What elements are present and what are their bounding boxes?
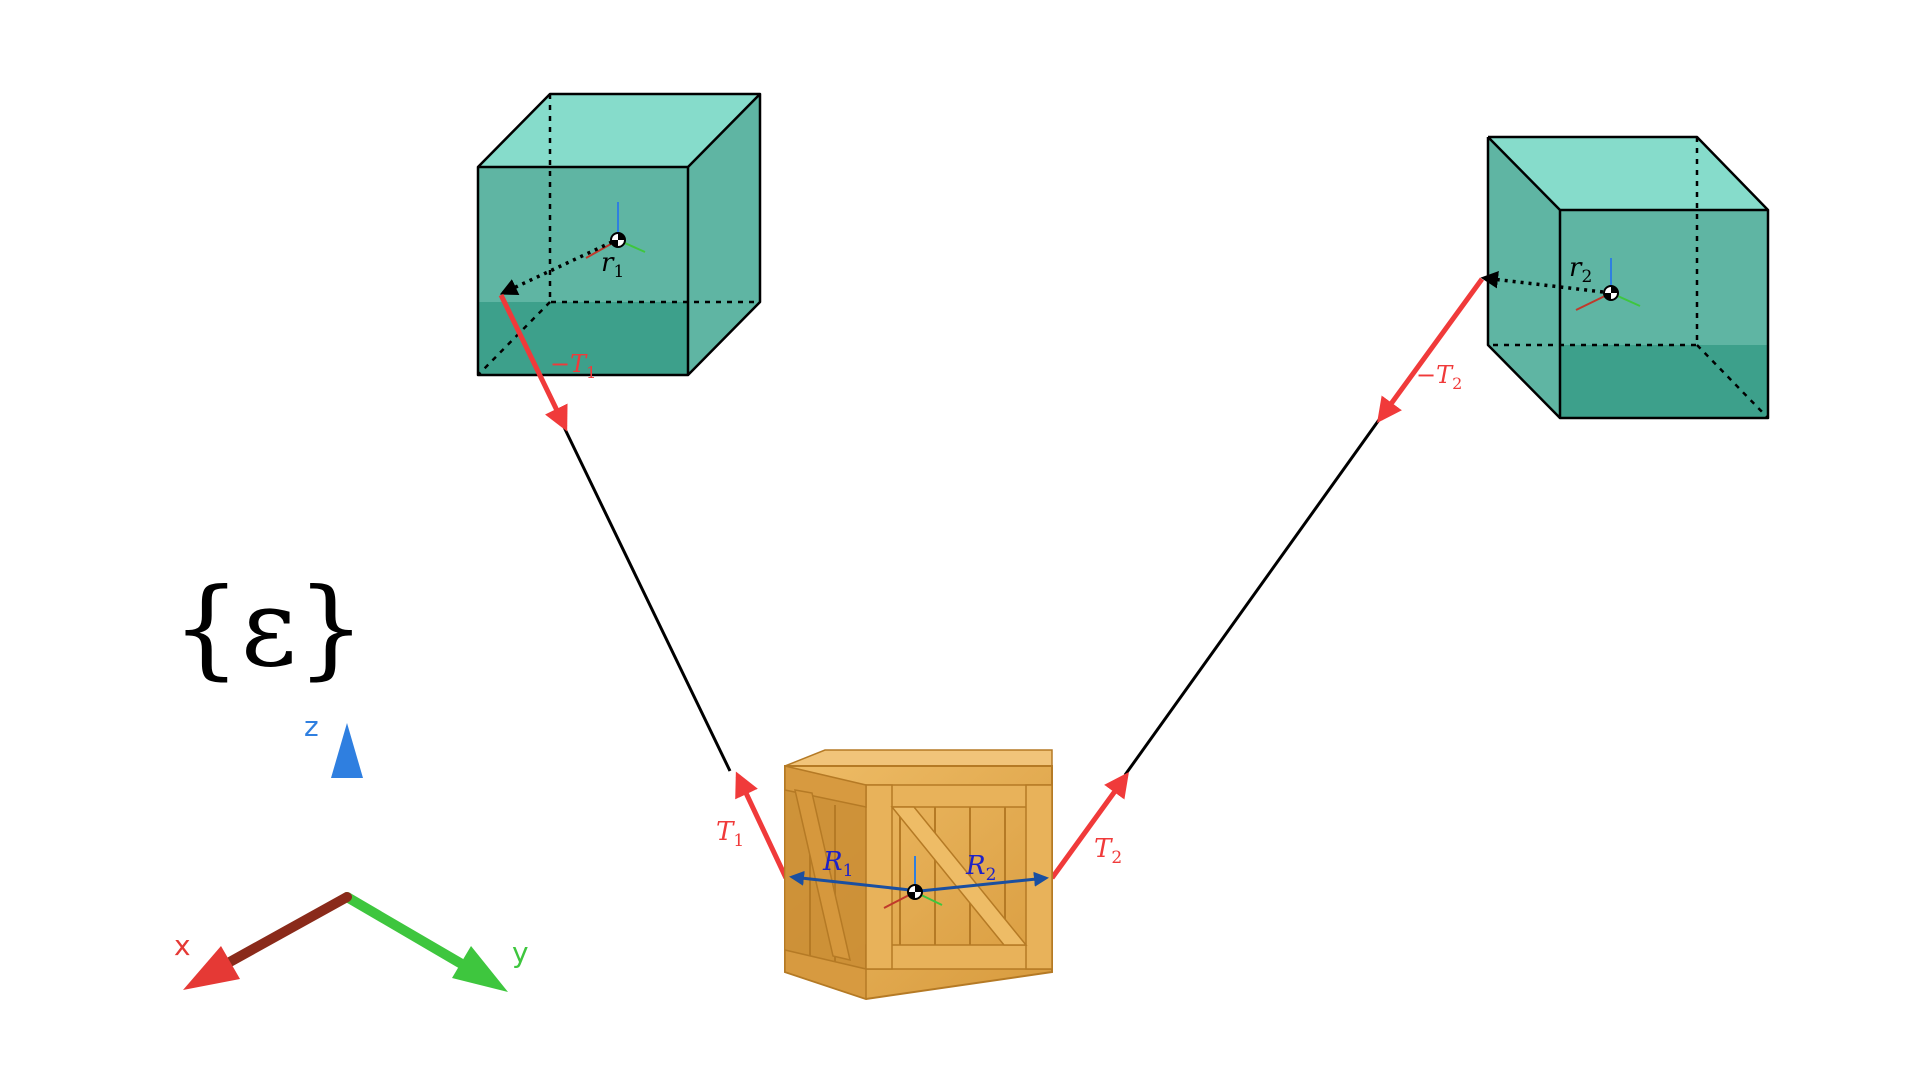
t2-label: T2: [1094, 834, 1122, 868]
right-anchor-block: r2: [1480, 135, 1770, 420]
right-block-edges: [1486, 135, 1770, 420]
world-z-label: z: [304, 710, 319, 743]
R1-label: R1: [822, 847, 853, 881]
left-block-side-face: [688, 94, 760, 375]
world-x-arrowhead: [183, 946, 240, 990]
left-cable: [561, 424, 732, 772]
crate-payload: [784, 749, 1053, 1001]
crate-cog-marker: [907, 884, 923, 900]
right-block-bottom-shade: [1560, 345, 1768, 418]
right-cog-marker: [1603, 285, 1619, 301]
t1-label: T1: [716, 817, 744, 851]
crate-left-board: [865, 784, 893, 970]
crate-side-bottom-board: [784, 949, 867, 1001]
world-frame-label: {ε}: [172, 566, 365, 691]
crate-bottom-board: [865, 944, 1053, 970]
r2-lever-arm: [919, 871, 1049, 893]
crate-side-diagonal: [794, 789, 851, 962]
left-block-edges: [476, 92, 762, 377]
right-block-hidden-edges: [1488, 137, 1769, 419]
left-block-hidden-edges: [477, 94, 760, 376]
world-y-axis: [342, 892, 465, 968]
t2-arrow: [1049, 771, 1129, 880]
neg-t1-label: −T1: [550, 350, 596, 382]
world-x-label: x: [174, 929, 191, 962]
left-cog-marker: [610, 232, 626, 248]
r1-label: r1: [601, 248, 624, 282]
world-y-label: y: [512, 936, 529, 969]
right-cable: [1123, 416, 1383, 776]
world-axes: z y x: [174, 710, 529, 992]
crate-top: [784, 749, 1053, 767]
world-x-axis: [223, 892, 352, 968]
r2-label: r2: [1569, 253, 1592, 287]
crate-top-board: [865, 784, 1053, 808]
world-z-arrowhead: [331, 723, 363, 778]
neg-t2-label: −T2: [1416, 361, 1462, 393]
world-y-arrowhead: [452, 946, 508, 992]
R2-label: R2: [965, 851, 996, 885]
crate-diagonal-board: [890, 806, 1028, 946]
t1-arrow: [735, 771, 789, 880]
crate-side-top-board: [784, 765, 867, 808]
r1-lever-arm: [789, 870, 911, 892]
crate-right-board: [1025, 784, 1053, 970]
neg-t1-arrow: [498, 293, 568, 432]
neg-t2-arrow: [1377, 277, 1485, 424]
right-block-top-face: [1488, 137, 1768, 210]
left-block-top-face: [478, 94, 760, 167]
right-block-side-face: [1488, 137, 1560, 418]
